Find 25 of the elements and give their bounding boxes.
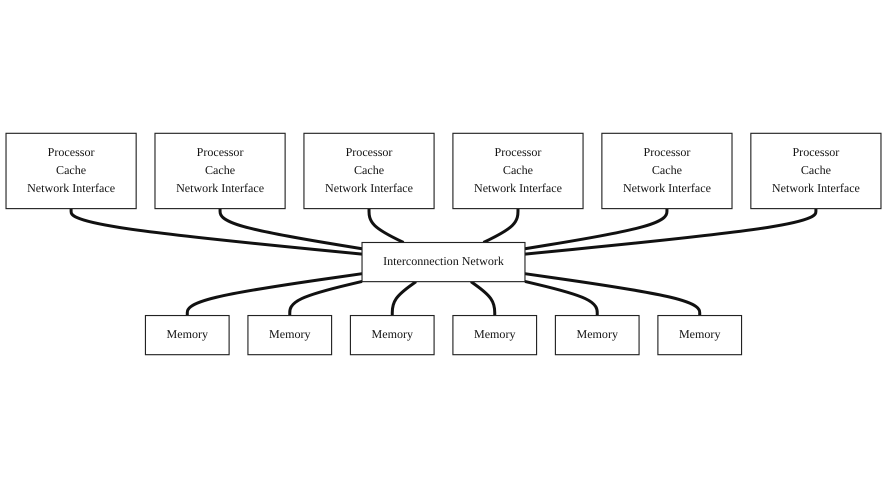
connector xyxy=(390,280,417,316)
connector xyxy=(524,208,818,256)
node-box: Memory xyxy=(144,314,230,356)
node-box: Processor Cache Network Interface xyxy=(154,132,286,210)
connector xyxy=(470,280,496,316)
node-box: Processor Cache Network Interface xyxy=(303,132,435,210)
node-box: Memory xyxy=(350,314,435,356)
connector xyxy=(524,280,599,316)
connector xyxy=(368,208,404,244)
connector xyxy=(218,208,362,250)
node-box: Processor Cache Network Interface xyxy=(750,132,882,210)
node-box: Memory xyxy=(452,314,538,356)
node-box: Memory xyxy=(247,314,332,356)
node-box: Processor Cache Network Interface xyxy=(601,132,733,210)
node-box: Processor Cache Network Interface xyxy=(5,132,137,210)
connector xyxy=(70,208,362,256)
connector xyxy=(482,208,520,244)
connector xyxy=(524,208,668,250)
connector xyxy=(288,280,362,316)
node-box: Memory xyxy=(657,314,742,356)
connector xyxy=(186,272,362,316)
connector xyxy=(524,272,702,316)
node-box: Interconnection Network xyxy=(361,242,526,282)
node-box: Memory xyxy=(554,314,640,356)
node-box: Processor Cache Network Interface xyxy=(452,132,584,210)
